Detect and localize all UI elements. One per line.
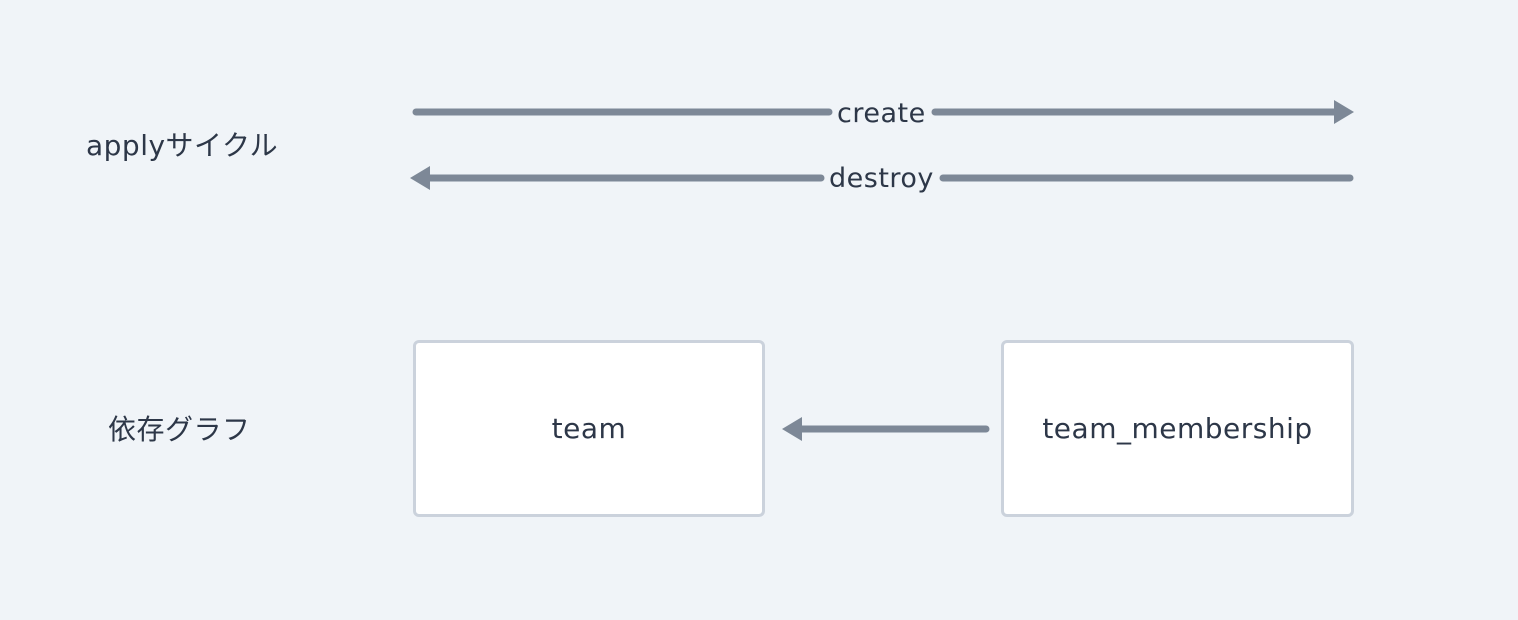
create-arrow [412, 100, 1354, 124]
create-arrowhead-icon [1334, 100, 1354, 124]
dependency-arrowhead-icon [782, 417, 802, 441]
team-membership-node-label: team_membership [1042, 412, 1313, 445]
dependency-arrow [782, 417, 990, 441]
destroy-edge-label: destroy [829, 163, 934, 194]
create-edge-label: create [837, 98, 926, 129]
destroy-arrow [410, 166, 1354, 190]
apply-cycle-label: applyサイクル [86, 129, 279, 162]
destroy-arrowhead-icon [410, 166, 430, 190]
team-node-label: team [551, 412, 627, 445]
team-membership-node: team_membership [1001, 340, 1354, 517]
team-node: team [413, 340, 765, 517]
dependency-graph-label: 依存グラフ [108, 413, 251, 446]
